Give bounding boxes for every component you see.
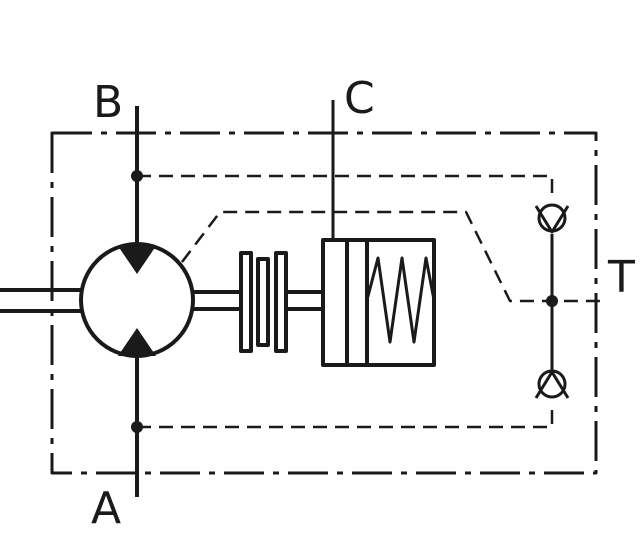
input-shaft bbox=[0, 288, 84, 313]
pilot-lines bbox=[137, 174, 600, 429]
port-label-a: A bbox=[91, 483, 121, 534]
pilot-to-tank bbox=[181, 210, 600, 303]
port-label-t: T bbox=[607, 252, 635, 303]
flow-triangle-top bbox=[118, 246, 156, 274]
enclosure-boundary bbox=[50, 131, 598, 475]
pilot-lower bbox=[137, 402, 554, 429]
adjusting-plates bbox=[239, 251, 288, 353]
pilot-upper bbox=[137, 174, 554, 200]
flow-triangle-bottom bbox=[118, 328, 156, 356]
spring-cylinder bbox=[321, 238, 436, 367]
coupling-shaft bbox=[193, 290, 323, 311]
check-valves bbox=[534, 203, 570, 399]
port-label-c: C bbox=[344, 73, 375, 124]
junctions bbox=[131, 170, 558, 433]
spring bbox=[365, 256, 436, 344]
port-label-b: B bbox=[93, 77, 123, 128]
pump-motor-symbol bbox=[79, 242, 195, 358]
